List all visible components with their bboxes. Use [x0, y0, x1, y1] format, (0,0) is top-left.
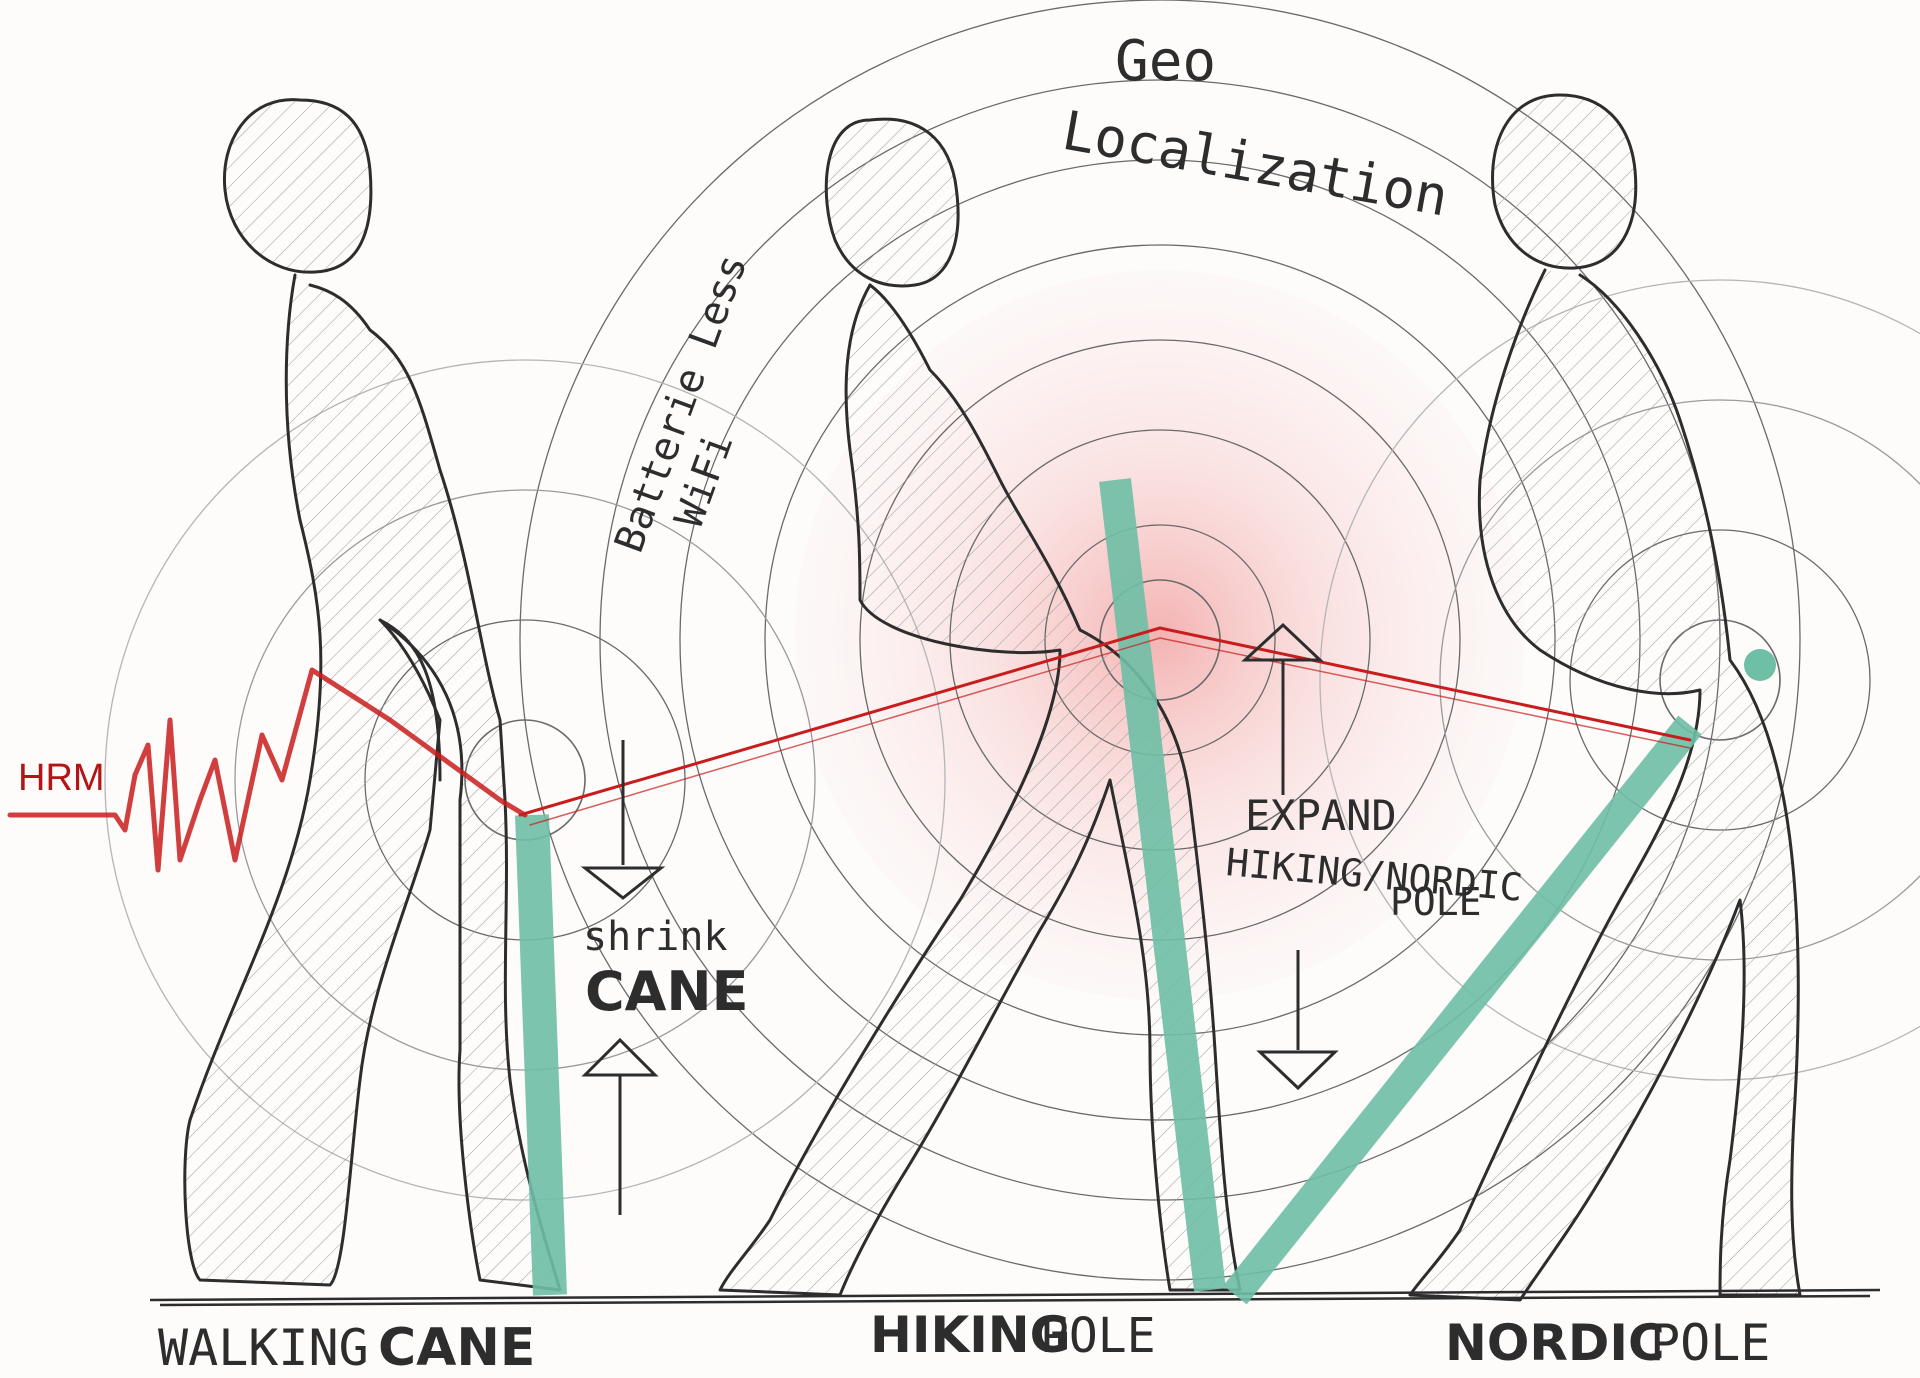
hiking-pole-label: POLE	[1040, 1308, 1156, 1364]
nordic-grip	[1744, 649, 1776, 681]
hrm-signal	[7, 667, 528, 873]
shrink-label: shrink	[583, 914, 728, 960]
nordic-label: NORDIC	[1445, 1314, 1665, 1372]
signal-lines	[7, 626, 1692, 873]
walking-cane-pole	[515, 814, 567, 1296]
nordic-pole	[1223, 715, 1702, 1305]
expand-label-3: POLE	[1390, 880, 1482, 924]
expand-arrow-up-icon	[1241, 622, 1324, 662]
hiking-label: HIKING	[870, 1306, 1071, 1364]
shrink-cane-label: CANE	[585, 960, 749, 1023]
geo-label-2: Localization	[1058, 99, 1453, 229]
expand-arrow-down-icon	[1256, 1050, 1339, 1091]
expand-arrows	[1241, 622, 1339, 1091]
hrm-label: HRM	[18, 757, 105, 799]
shrink-arrows	[580, 740, 666, 1215]
figure-nordic	[1408, 93, 1802, 1302]
shrink-arrow-up-icon	[581, 1037, 659, 1077]
walking-cane-label: CANE	[378, 1318, 535, 1378]
nordic-pole-label: POLE	[1650, 1314, 1770, 1372]
figure-walking	[183, 98, 562, 1292]
geo-label-1: Geo	[1115, 29, 1216, 94]
shrink-arrow-down-icon	[580, 866, 666, 900]
poles	[515, 478, 1776, 1305]
expand-label-1: EXPAND	[1245, 791, 1397, 840]
walking-label: WALKING	[158, 1319, 369, 1377]
ground-line	[149, 1288, 1881, 1307]
hiking-pole	[1099, 478, 1226, 1292]
outer-ring	[519, 0, 1801, 1281]
